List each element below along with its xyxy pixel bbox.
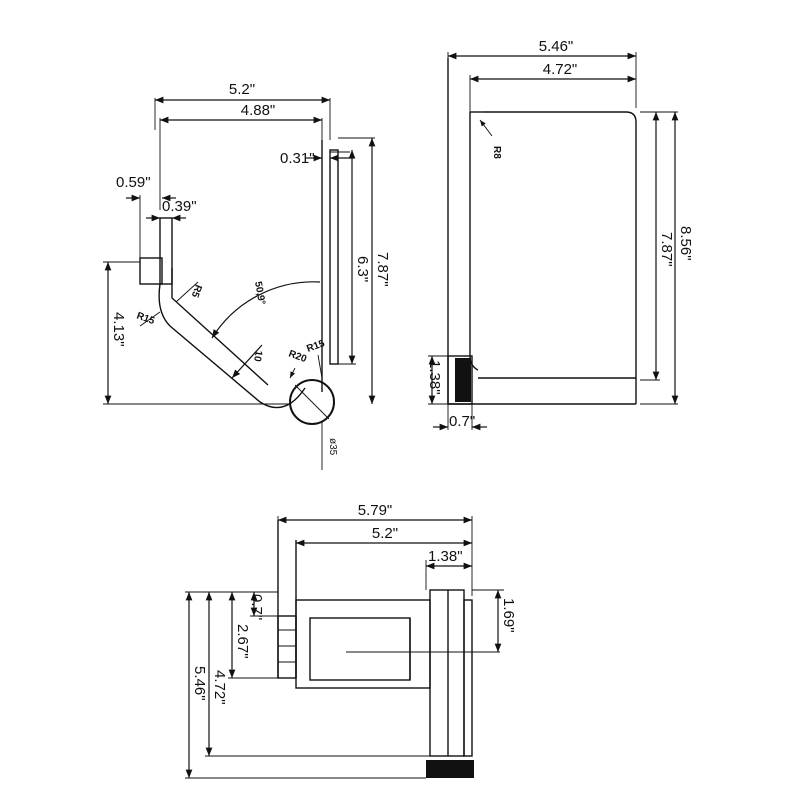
- top-depth-inner-label: 4.72": [211, 670, 228, 705]
- side-wall-thickness-label: 0.31": [280, 150, 315, 167]
- top-depth-outer-label: 5.46": [191, 666, 208, 701]
- side-radius-r5-label: R5: [189, 283, 204, 299]
- side-mount-depth-label: 0.59": [116, 174, 151, 191]
- front-base-width-label: 0.7": [449, 413, 475, 430]
- top-body-width-label: 5.2": [372, 525, 398, 542]
- top-overall-width-label: 5.79": [358, 502, 393, 519]
- side-mount-inner-label: 0.39": [162, 198, 197, 215]
- side-length-10-label: 10: [251, 349, 264, 362]
- top-handle-width-label: 1.38": [428, 548, 463, 565]
- side-angle-label: 50,9°: [252, 281, 267, 306]
- top-view: 5.79" 5.2" 1.38" 5.46" 4.72" 2.67" 0.7" …: [185, 502, 517, 779]
- front-height-inner-label: 7.87": [658, 232, 675, 267]
- top-view-part: [277, 520, 500, 778]
- front-base-height-label: 1.38": [426, 360, 443, 395]
- side-view: 5.2" 4.88" 0.31" 0.59" 0.39" 7.87" 6.3" …: [103, 81, 391, 470]
- side-spout-height-label: 4.13": [110, 312, 127, 347]
- top-offset-label: 1.69": [500, 598, 517, 633]
- side-radius-r15-right-label: R15: [305, 338, 326, 355]
- side-height-outer-label: 7.87": [374, 252, 391, 287]
- top-depth-mid-label: 2.67": [234, 624, 251, 659]
- front-height-outer-label: 8.56": [677, 226, 694, 261]
- front-knurled-base: [455, 358, 471, 402]
- front-inner-width-label: 4.72": [543, 61, 578, 78]
- front-radius-label: R8: [491, 146, 502, 159]
- front-view: 5.46" 4.72" R8 8.56" 7.87" 1.38" 0.7": [426, 38, 694, 431]
- tube-section-circle: [289, 379, 335, 425]
- side-radius-r20-label: R20: [287, 348, 308, 365]
- side-overall-width-label: 5.2": [229, 81, 255, 98]
- side-radius-r15-left-label: R15: [135, 310, 156, 327]
- side-view-part: [139, 140, 339, 425]
- front-overall-width-label: 5.46": [539, 38, 574, 55]
- side-diameter-label: ø35: [327, 438, 338, 456]
- side-height-inner-label: 6.3": [354, 256, 371, 282]
- front-view-part: [447, 58, 637, 405]
- side-inner-width-label: 4.88": [241, 102, 276, 119]
- top-depth-small-label: 0.7": [248, 594, 265, 620]
- top-knurled-base: [426, 760, 474, 778]
